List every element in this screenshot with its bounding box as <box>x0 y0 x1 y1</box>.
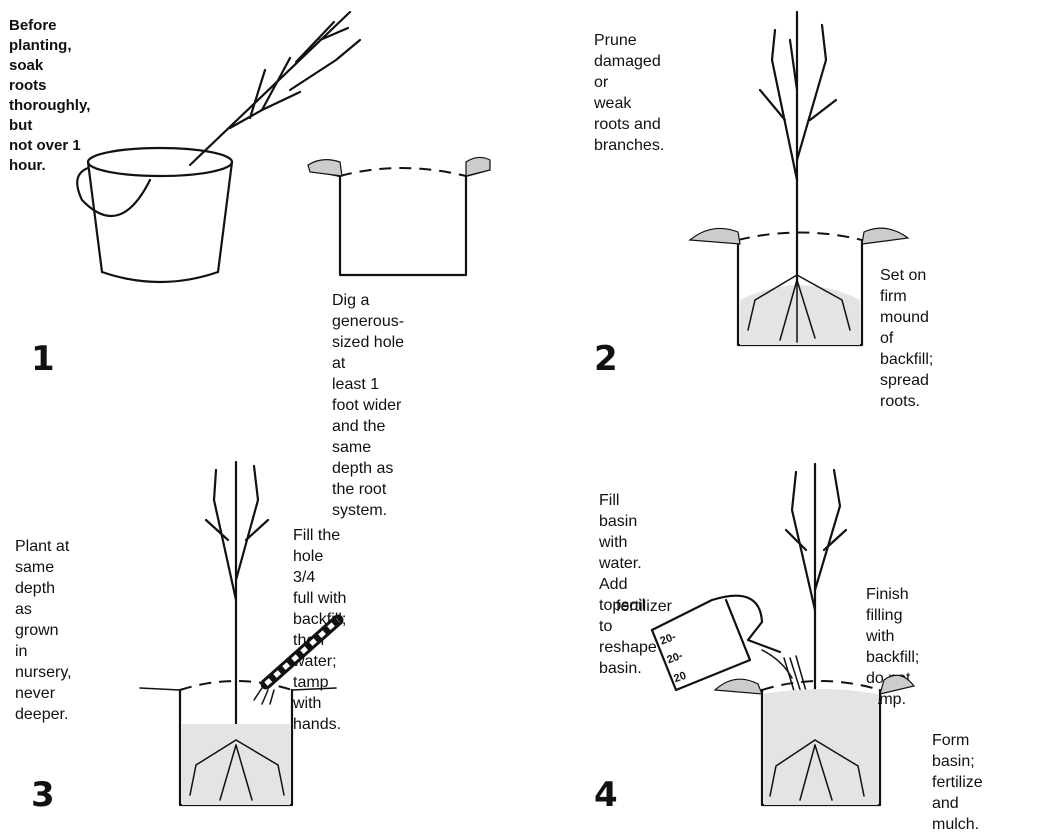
step-4-illustration <box>0 0 1037 810</box>
